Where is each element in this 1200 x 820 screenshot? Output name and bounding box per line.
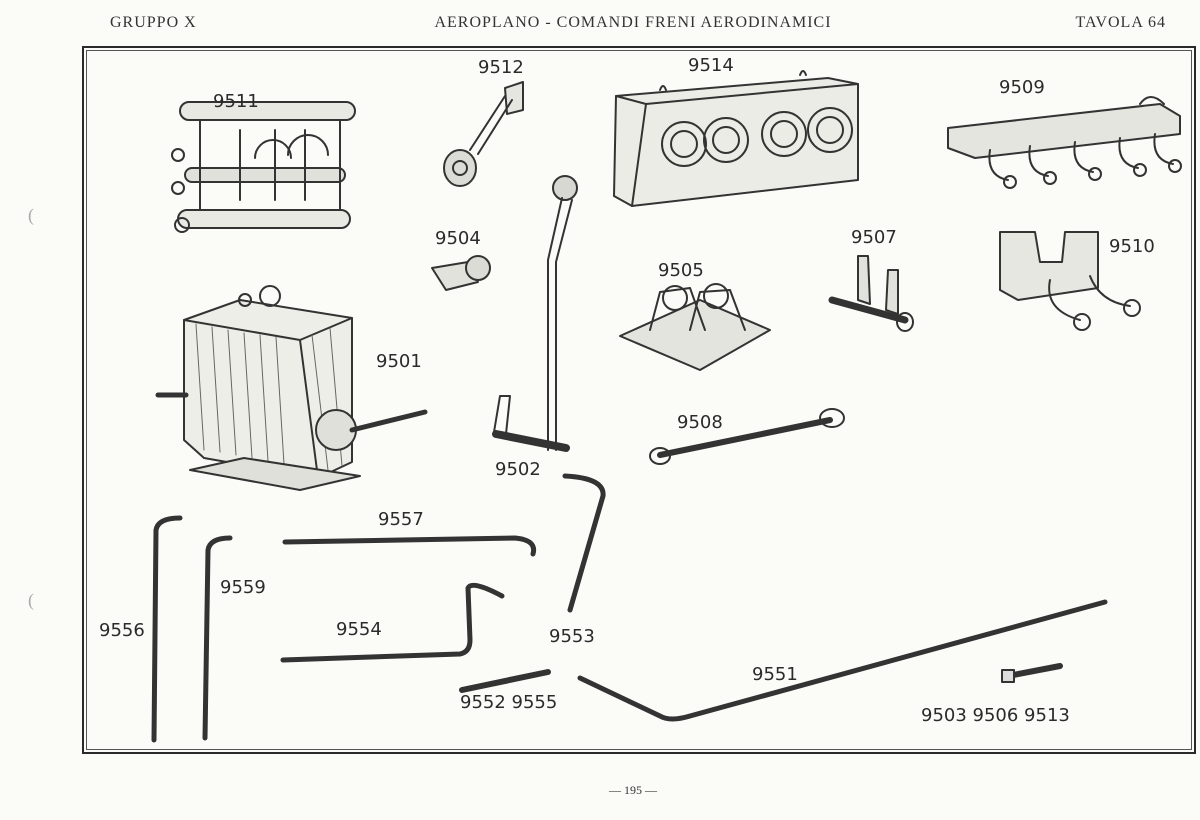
part-9509-drawing bbox=[947, 96, 1182, 189]
part-label-9552-9555: 9552 9555 bbox=[460, 692, 558, 713]
part-9510-drawing bbox=[999, 231, 1141, 331]
part-9551-drawing bbox=[577, 599, 1108, 722]
part-label-9509: 9509 bbox=[999, 77, 1045, 98]
part-9557-drawing bbox=[282, 535, 537, 557]
part-label-9512: 9512 bbox=[478, 57, 524, 78]
part-9502-drawing bbox=[492, 175, 578, 452]
part-9552-9555-drawing bbox=[459, 669, 551, 693]
part-9508-drawing bbox=[649, 408, 845, 465]
part-label-9502: 9502 bbox=[495, 459, 541, 480]
part-9556-drawing bbox=[151, 515, 183, 743]
part-9504-drawing bbox=[431, 255, 491, 291]
margin-mark: ( bbox=[28, 590, 34, 610]
part-label-9514: 9514 bbox=[688, 55, 734, 76]
part-9514-drawing bbox=[613, 70, 859, 207]
part-9501-drawing bbox=[155, 285, 428, 491]
part-9512-drawing bbox=[443, 81, 524, 187]
page-number: — 195 — bbox=[609, 783, 657, 797]
part-label-9553: 9553 bbox=[549, 626, 595, 647]
plate-number: TAVOLA 64 bbox=[1075, 14, 1166, 31]
part-9553-drawing bbox=[562, 473, 606, 613]
part-label-9507: 9507 bbox=[851, 227, 897, 248]
plate-title: AEROPLANO - COMANDI FRENI AERODINAMICI bbox=[434, 14, 832, 31]
part-label-9503-9506-9513: 9503 9506 9513 bbox=[921, 705, 1070, 726]
part-9554-drawing bbox=[280, 582, 505, 663]
part-label-9551: 9551 bbox=[752, 664, 798, 685]
part-label-9556: 9556 bbox=[99, 620, 145, 641]
part-label-9554: 9554 bbox=[336, 619, 382, 640]
part-label-9511: 9511 bbox=[213, 91, 259, 112]
part-9511-drawing bbox=[171, 101, 356, 233]
part-9559-drawing bbox=[202, 535, 233, 741]
part-9505-drawing bbox=[619, 283, 771, 371]
part-label-9508: 9508 bbox=[677, 412, 723, 433]
part-label-9501: 9501 bbox=[376, 351, 422, 372]
part-label-9510: 9510 bbox=[1109, 236, 1155, 257]
part-label-9504: 9504 bbox=[435, 228, 481, 249]
plate-frame bbox=[82, 46, 1196, 754]
part-label-9559: 9559 bbox=[220, 577, 266, 598]
part-9503-9506-9513-drawing bbox=[1001, 663, 1063, 683]
margin-mark: ( bbox=[28, 205, 34, 225]
part-label-9557: 9557 bbox=[378, 509, 424, 530]
part-label-9505: 9505 bbox=[658, 260, 704, 281]
part-9507-drawing bbox=[828, 255, 914, 332]
group-label: GRUPPO X bbox=[110, 14, 197, 31]
